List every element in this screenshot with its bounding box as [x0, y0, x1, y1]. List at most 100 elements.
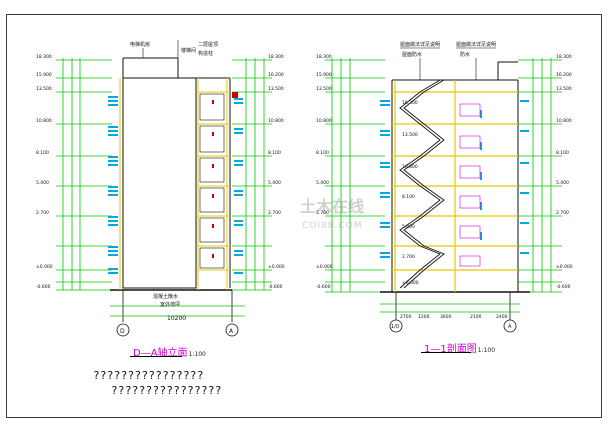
section-title-block: 1—1剖面图1:100	[421, 340, 495, 355]
level-label: 8.100	[268, 150, 281, 156]
callout-text: 屋面防水	[402, 51, 422, 58]
section-axis-labels: 1/0 A	[391, 324, 512, 330]
window-markers-left	[108, 96, 118, 274]
callout-leaders	[142, 40, 179, 62]
axis-labels: D A 10200	[120, 315, 234, 335]
level-label: 16.200	[268, 72, 284, 78]
level-label: ±0.000	[556, 264, 573, 270]
section-right-dimension-lines	[518, 58, 562, 293]
watermark-brand: 土木在线	[300, 197, 364, 216]
level-label: 5.400	[268, 180, 281, 186]
level-label: ±0.000	[268, 264, 285, 270]
section-axis-markers	[380, 292, 520, 333]
note-line-1: ????????????????	[93, 369, 204, 382]
stair-level-label: ±0.000	[402, 280, 419, 286]
watermark-domain: COI88.COM	[302, 221, 362, 231]
level-label: 13.500	[556, 86, 572, 92]
left-dimension-lines	[56, 58, 112, 291]
section-title: 1—1剖面图	[424, 344, 477, 355]
elevation-title: D—A轴立面	[133, 348, 188, 359]
title-underline	[130, 356, 182, 357]
axis-markers	[110, 290, 245, 337]
level-label: 18.300	[268, 54, 284, 60]
level-label: 10.800	[556, 118, 572, 124]
level-label: 5.400	[36, 180, 49, 186]
dimension-label: 1200	[418, 314, 430, 320]
level-label: 10.800	[316, 118, 332, 124]
section-level-labels-left: 18.300 15.900 13.500 10.800 8.100 5.400 2.700 ±…	[316, 54, 333, 290]
level-label: 2.700	[36, 210, 49, 216]
level-label: 5.400	[556, 180, 569, 186]
level-label: 18.300	[316, 54, 332, 60]
level-label: 8.100	[316, 150, 329, 156]
elevation-title-block: D—A轴立面1:100	[130, 344, 206, 359]
level-label: ±0.000	[316, 264, 333, 270]
level-label: -0.600	[316, 284, 331, 290]
elevation-drawing: D A 10200 电梯机房 楼梯间 二层屋顶 构造柱 混凝土散水 室外地坪 1…	[36, 40, 285, 337]
balcony-grid	[199, 93, 225, 269]
level-label: 10.800	[36, 118, 52, 124]
section-room-marks	[459, 103, 481, 267]
section-level-labels-right: 18.300 16.200 13.500 10.800 8.100 5.400 2.700 ±…	[556, 54, 573, 290]
dimension-label: 3600	[440, 314, 452, 320]
section-callout-leaders	[400, 47, 496, 80]
note-line-2: ????????????????	[111, 384, 222, 397]
callout-text: 混凝土散水	[153, 293, 178, 300]
sheet-frame	[6, 14, 602, 418]
level-label: 13.500	[36, 86, 52, 92]
level-label: 13.500	[268, 86, 284, 92]
stair-level-label: 5.400	[402, 224, 415, 230]
callout-text: 二层屋顶	[198, 42, 218, 48]
callout-text: 屋面做法详见说明	[456, 41, 496, 48]
stair-level-label: 13.500	[402, 132, 418, 138]
level-label: 18.300	[556, 54, 572, 60]
section-callouts: 屋面做法详见说明 屋面做法详见说明 屋面防水 防水	[400, 41, 496, 58]
level-label: 2.700	[268, 210, 281, 216]
section-left-dimension-lines	[325, 58, 385, 293]
stair-flights	[399, 79, 445, 289]
right-dimension-lines	[232, 58, 272, 291]
stair-level-label: 10.800	[402, 164, 418, 170]
axis-label-left: 1/0	[391, 324, 399, 330]
level-label: 10.800	[268, 118, 284, 124]
level-label: 18.300	[36, 54, 52, 60]
callout-text: 电梯机房	[130, 41, 150, 48]
level-label: 8.100	[556, 150, 569, 156]
level-label: 16.200	[556, 72, 572, 78]
level-label: 8.100	[36, 150, 49, 156]
overall-dimension: 10200	[167, 315, 186, 322]
level-label: 15.900	[316, 72, 332, 78]
level-label: 2.700	[556, 210, 569, 216]
level-label: 13.500	[316, 86, 332, 92]
red-marks	[212, 92, 238, 258]
dimension-label: 2700	[400, 314, 412, 320]
level-labels-left: 18.300 15.900 13.500 10.800 8.100 5.400 2.700 ±…	[36, 54, 53, 290]
elevation-scale: 1:100	[188, 351, 206, 358]
stair-level-label: 8.100	[402, 194, 415, 200]
level-label: 2.700	[316, 210, 329, 216]
dimension-label: 2100	[470, 314, 482, 320]
watermark: 土木在线 COI88.COM	[300, 197, 364, 231]
level-label: ±0.000	[36, 264, 53, 270]
elevation-callouts: 电梯机房 楼梯间 二层屋顶 构造柱 混凝土散水 室外地坪	[130, 41, 218, 308]
stair-level-label: 2.700	[402, 254, 415, 260]
axis-label-right: A	[508, 324, 512, 330]
structure-lines	[119, 78, 230, 290]
window-markers-right	[234, 98, 243, 274]
building-outline	[110, 57, 232, 291]
section-window-markers	[380, 100, 529, 258]
level-label: 15.900	[36, 72, 52, 78]
section-drawing: 屋面做法详见说明 屋面做法详见说明 屋面防水 防水 1/0	[316, 41, 573, 333]
level-label: -0.600	[36, 284, 51, 290]
level-label: -0.600	[268, 284, 283, 290]
axis-label-right: A	[229, 328, 234, 335]
callout-text: 防水	[460, 51, 470, 58]
level-label: -0.600	[556, 284, 571, 290]
section-floor-slabs	[392, 80, 518, 292]
level-label: 5.400	[316, 180, 329, 186]
axis-label-left: D	[120, 328, 125, 335]
callout-text: 室外地坪	[160, 301, 180, 308]
